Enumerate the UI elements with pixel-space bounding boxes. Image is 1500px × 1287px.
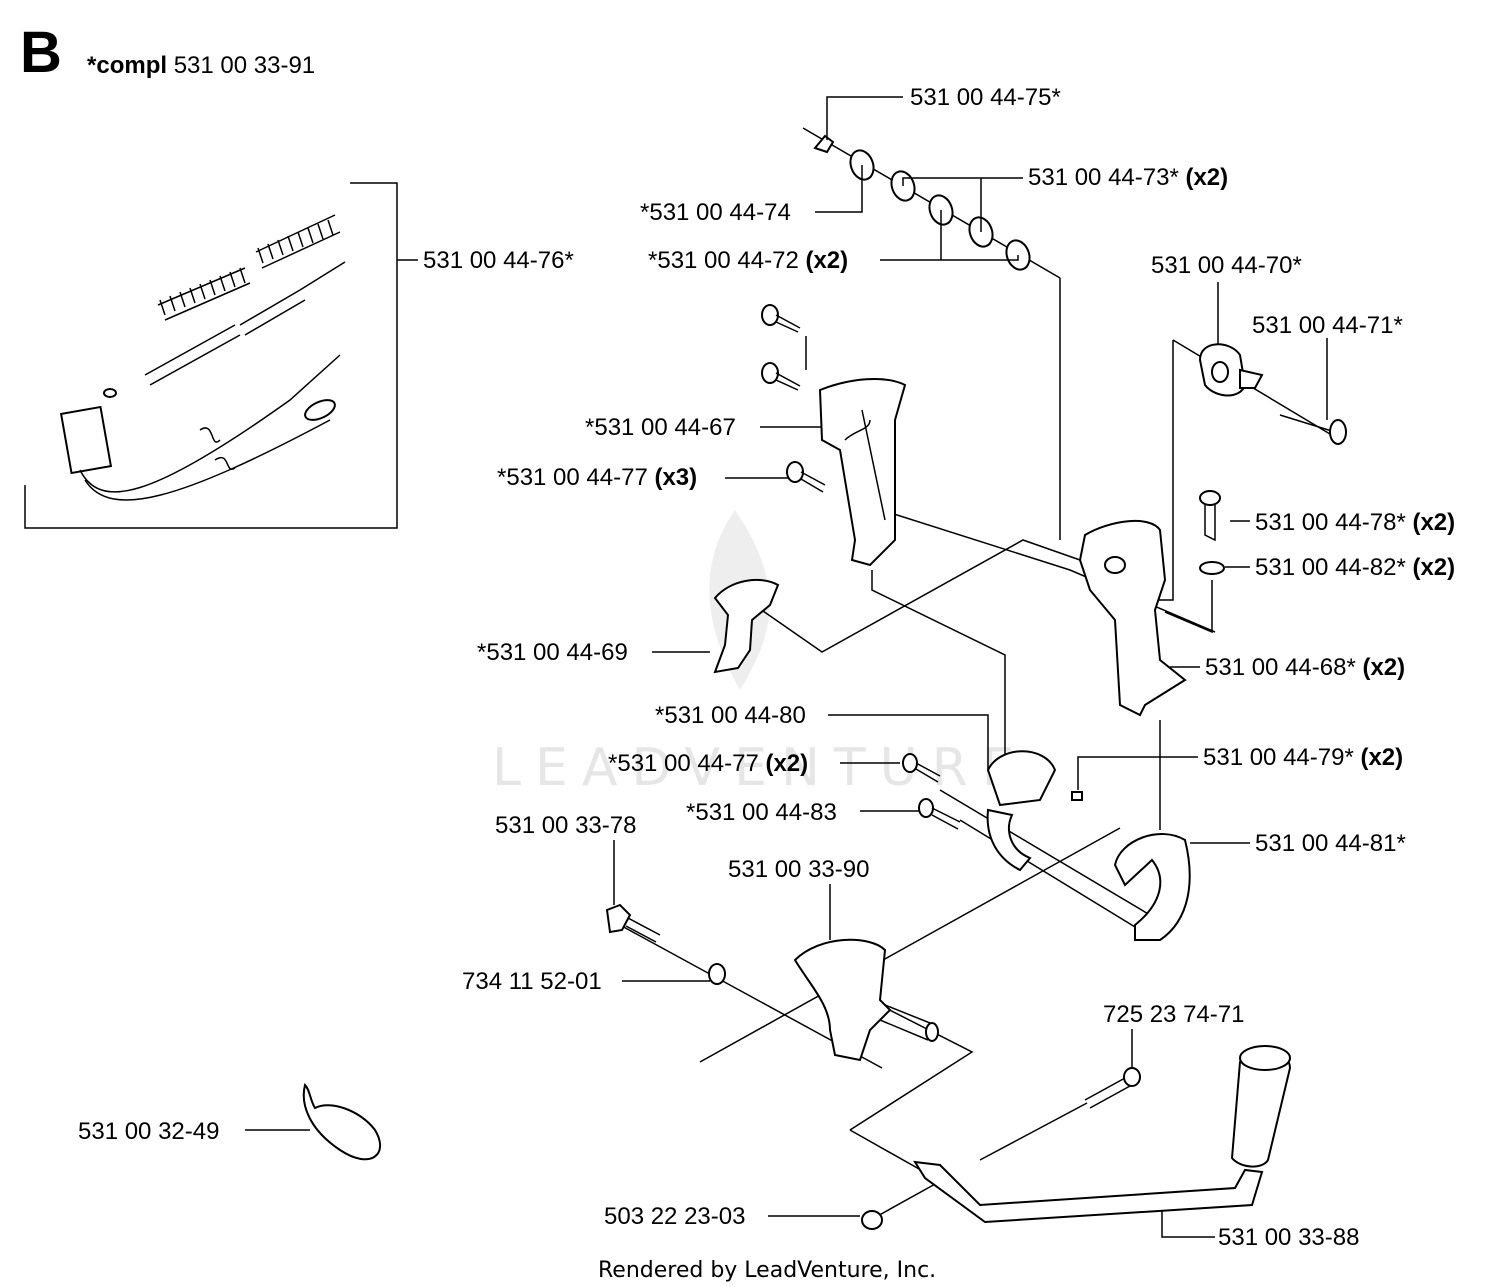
callout-531-00-44-81: 531 00 44-81* [1255,830,1406,857]
callout-531-00-44-83: *531 00 44-83 [686,799,837,826]
callout-531-00-44-76: 531 00 44-76* [423,247,574,274]
screw-3 [786,461,826,493]
callout-503-22-23-03: 503 22 23-03 [604,1203,745,1230]
clamp-81 [1113,833,1191,941]
callout-531-00-44-78: 531 00 44-78* (x2) [1255,509,1455,536]
nut-503 [861,1210,883,1230]
callout-531-00-44-82: 531 00 44-82* (x2) [1255,554,1455,581]
callout-531-00-44-67: *531 00 44-67 [585,414,736,441]
compl-number: 531 00 33-91 [174,52,315,79]
handle-half-68 [1078,519,1187,717]
callout-531-00-44-75: 531 00 44-75* [910,84,1061,111]
compl-label: *compl 531 00 33-91 [87,52,315,79]
callout-531-00-44-72: *531 00 44-72 (x2) [648,247,848,274]
callout-531-00-32-49: 531 00 32-49 [78,1118,219,1145]
throttle-trigger [713,578,780,674]
cable-tie [302,1083,381,1161]
screw-1 [761,304,801,333]
screws-left [761,304,826,493]
callout-531-00-44-69: *531 00 44-69 [477,639,628,666]
cable-kit [24,182,418,529]
spring-1 [157,267,251,321]
callout-531-00-44-77-x3: *531 00 44-77 (x3) [497,464,697,491]
leader-lines [245,96,1341,1238]
callout-531-00-44-73: 531 00 44-73* (x2) [1028,164,1228,191]
spring-2 [255,214,341,269]
callout-531-00-33-88: 531 00 33-88 [1218,1224,1359,1251]
callout-531-00-44-79: 531 00 44-79* (x2) [1203,744,1403,771]
clamp-assembly [902,750,1191,941]
footer-credit: Rendered by LeadVenture, Inc. [598,1258,936,1283]
callout-531-00-44-68: 531 00 44-68* (x2) [1205,654,1405,681]
clip-part [813,134,835,154]
callout-531-00-33-90: 531 00 33-90 [728,856,869,883]
loop-handle [913,1160,1264,1224]
callout-531-00-44-70: 531 00 44-70* [1151,252,1302,279]
callout-531-00-44-80: *531 00 44-80 [655,702,806,729]
wing-bolt [605,903,632,934]
screw-2 [761,362,801,391]
compl-prefix: *compl [87,52,167,79]
callout-531-00-44-77-x2: *531 00 44-77 (x2) [608,750,808,777]
callout-725-23-74-71: 725 23 74-71 [1103,1001,1244,1028]
callout-531-00-44-71: 531 00 44-71* [1252,312,1403,339]
callout-531-00-33-78: 531 00 33-78 [495,812,636,839]
watermark-text: LEADVENTURE [492,738,1029,798]
callout-labels: 531 00 44-75* 531 00 44-73* (x2) *531 00… [78,84,1455,1251]
section-letter: B [20,20,62,85]
handle-half-67 [818,377,907,567]
callout-531-00-44-74: *531 00 44-74 [640,199,791,226]
clamp-3390 [793,938,892,1062]
washer-734 [708,963,726,985]
callout-734-11-52-01: 734 11 52-01 [462,968,602,995]
clamp-top-80 [986,750,1057,807]
